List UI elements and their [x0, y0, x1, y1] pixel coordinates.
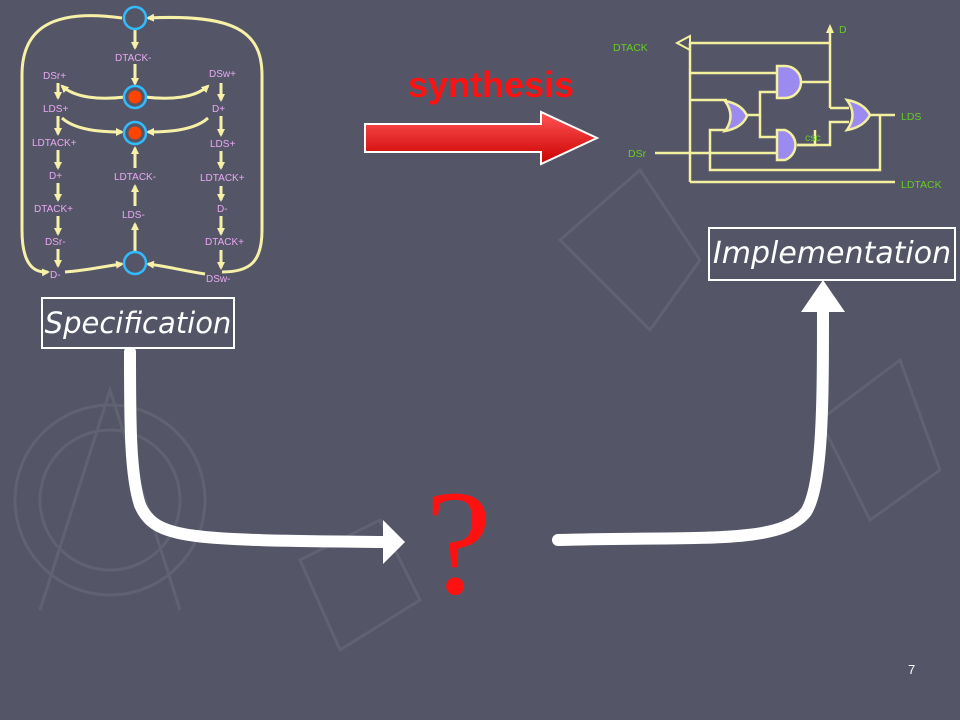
stg-label-left: D- — [50, 270, 61, 281]
flow-arrowhead-right-icon — [383, 520, 405, 564]
circuit-diagram — [655, 24, 895, 184]
stg-label-right: D+ — [212, 104, 225, 115]
circuit-label-csc: csc — [805, 132, 821, 144]
stg-label-left: D+ — [49, 171, 62, 182]
stg-label-left: LDS+ — [43, 104, 68, 115]
dtack-buffer-icon — [674, 34, 691, 52]
stg-label-top: DTACK- — [115, 53, 151, 64]
stg-label-right: LDS+ — [210, 139, 235, 150]
d-output-arrow-icon — [826, 24, 834, 33]
stg-arc-outer-right — [146, 13, 264, 274]
synthesis-arrow — [364, 110, 600, 166]
circuit-label-dtack: DTACK — [613, 42, 648, 54]
question-mark: ? — [425, 460, 492, 626]
or-gate-icon — [722, 99, 749, 133]
circuit-label-lds: LDS — [901, 111, 921, 123]
stg-label-middle: LDS- — [122, 210, 145, 221]
and-gate-icon — [775, 128, 797, 162]
stg-label-right: D- — [217, 204, 228, 215]
stg-label-left: DSr- — [45, 237, 66, 248]
stg-arc-bottom-right — [146, 260, 206, 276]
stg-arc-place1-left — [60, 84, 126, 100]
background-compass-decoration — [13, 167, 942, 653]
stg-label-right: DSw- — [206, 274, 230, 285]
stg-diagram: DTACK- DSr+ LDS+ LDTACK+ D+ DTACK+ DSr- … — [20, 5, 264, 285]
stg-arc-place1-right — [144, 84, 210, 100]
flow-arrow-question-to-impl — [552, 304, 829, 546]
stg-arc-outer-left — [20, 14, 123, 277]
stg-label-left: DSr+ — [43, 71, 66, 82]
circuit-label-ldtack: LDTACK — [901, 179, 942, 191]
stg-label-left: LDTACK+ — [32, 138, 77, 149]
stg-token-2 — [128, 126, 142, 140]
flow-arrows — [124, 304, 829, 548]
specification-title: Specification — [41, 297, 235, 349]
circuit-gates — [722, 64, 872, 162]
page-number: 7 — [908, 662, 916, 677]
or-gate-icon — [844, 98, 872, 132]
implementation-title: Implementation — [708, 227, 956, 281]
stg-arc-left-to-place2 — [60, 116, 124, 136]
synthesis-label: synthesis — [408, 64, 575, 105]
stg-label-right: DSw+ — [209, 69, 236, 80]
stg-arc-bottom-left — [64, 260, 124, 274]
and-gate-icon — [775, 64, 803, 100]
circuit-label-d: D — [839, 24, 847, 36]
stg-label-right: LDTACK+ — [200, 173, 245, 184]
stg-place-top — [122, 5, 148, 31]
flow-arrowhead-up-icon — [801, 280, 845, 312]
stg-label-left: DTACK+ — [34, 204, 73, 215]
stg-token-1 — [128, 90, 142, 104]
stg-label-middle: LDTACK- — [114, 172, 156, 183]
stg-arc-right-to-place2 — [146, 116, 210, 136]
stg-label-right: DTACK+ — [205, 237, 244, 248]
circuit-label-dsr: DSr — [628, 148, 647, 160]
flow-arrow-spec-to-question — [124, 346, 391, 548]
stg-place-bottom — [122, 250, 148, 276]
